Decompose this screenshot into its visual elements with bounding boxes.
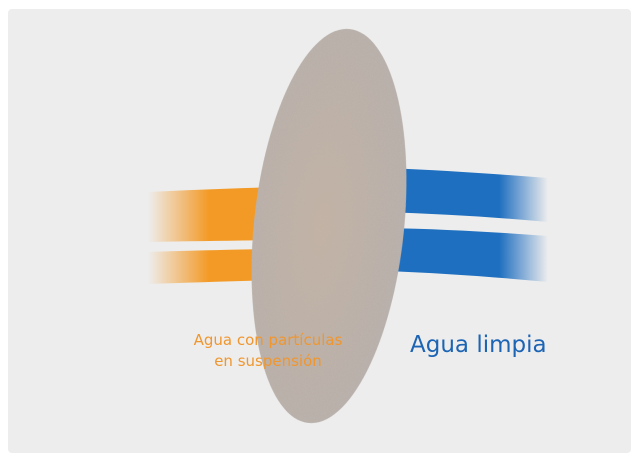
clean-water-stream-lower	[385, 228, 548, 282]
clean-water-label: Agua limpia	[410, 332, 547, 358]
dirty-water-label-line1: Agua con partículas	[193, 331, 343, 349]
clean-water-stream-upper	[385, 168, 548, 222]
filter-disc	[251, 28, 407, 424]
dirty-water-label: Agua con partículas en suspensión	[148, 330, 388, 372]
dirty-water-label-line2: en suspensión	[214, 352, 322, 370]
